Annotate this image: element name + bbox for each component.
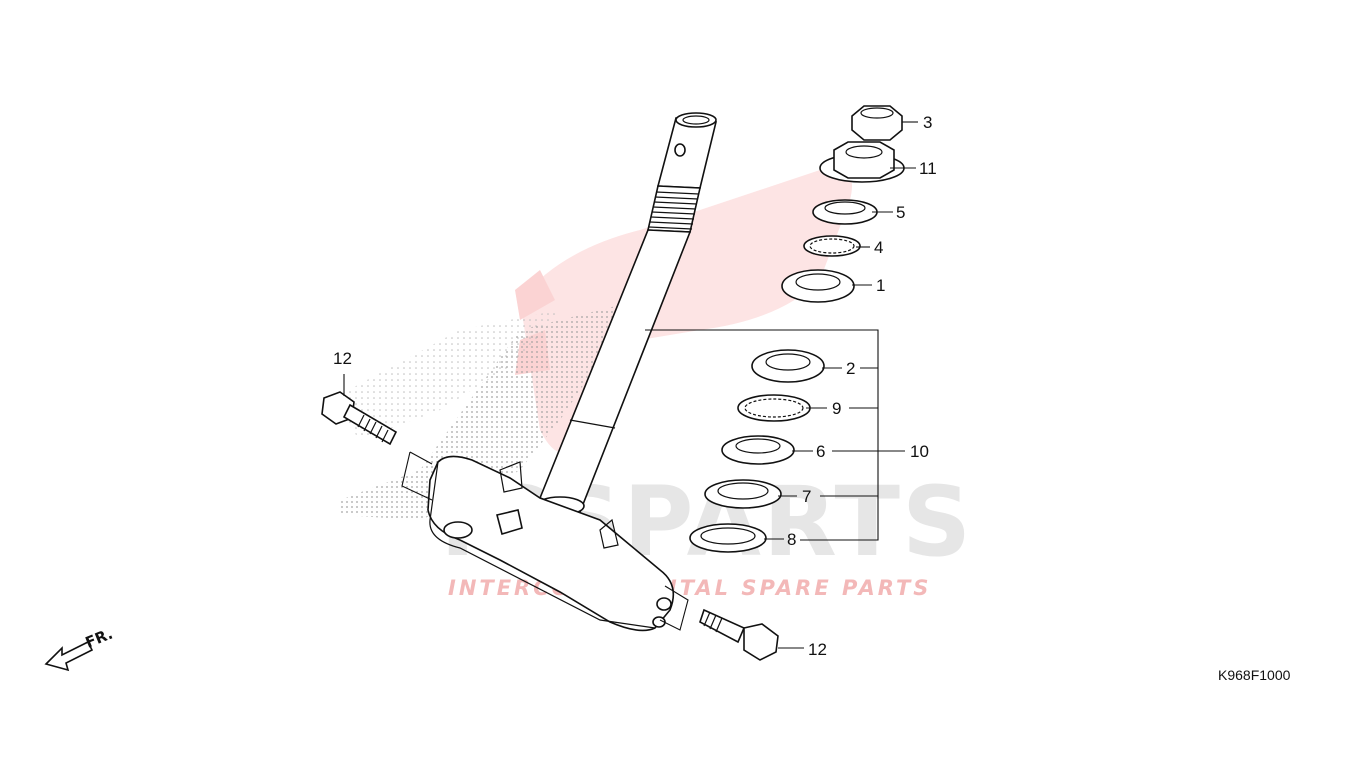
part-3-lock-nut xyxy=(851,105,903,141)
bolt-lower-right xyxy=(659,585,779,661)
callout-10: 10 xyxy=(910,442,929,461)
callout-5: 5 xyxy=(896,203,905,222)
front-arrow-icon xyxy=(44,640,94,672)
callout-6: 6 xyxy=(816,442,825,461)
watermark-dotted-wing xyxy=(340,300,640,520)
bottom-bridge xyxy=(427,455,675,632)
bolt-upper-left xyxy=(321,391,433,501)
leader-lines xyxy=(343,121,918,649)
callout-12-upper: 12 xyxy=(333,349,352,368)
steering-stem-shaft xyxy=(535,112,717,516)
watermark-tagline-text: INTERCONTINENTAL SPARE PARTS xyxy=(448,576,931,600)
callout-9: 9 xyxy=(832,399,841,418)
callout-12-lower: 12 xyxy=(808,640,827,659)
callout-1: 1 xyxy=(876,276,885,295)
part-5-top-cone-race xyxy=(812,199,878,225)
part-8-washer xyxy=(689,523,767,553)
callout-7: 7 xyxy=(802,487,811,506)
part-9-steel-ball-lower xyxy=(737,394,811,422)
callout-8: 8 xyxy=(787,530,796,549)
part-4-steel-ball-upper xyxy=(803,235,861,257)
part-6-bottom-cone-race xyxy=(721,435,795,465)
watermark-wing-shape xyxy=(520,168,852,453)
part-2-bottom-ball-race xyxy=(751,349,825,383)
callout-4: 4 xyxy=(874,238,883,257)
callout-2: 2 xyxy=(846,359,855,378)
callout-11: 11 xyxy=(919,159,937,178)
callout-3: 3 xyxy=(923,113,932,132)
diagram-code: K968F1000 xyxy=(1218,667,1291,683)
part-7-dust-seal xyxy=(704,479,782,509)
part-1-top-ball-race xyxy=(781,269,855,303)
part-11-adjusting-nut xyxy=(819,141,905,183)
callouts: 3 11 5 4 1 2 9 6 10 7 8 12 12 xyxy=(333,113,937,659)
watermark-dotted-wing-upper xyxy=(330,310,560,440)
front-direction-indicator: FR. xyxy=(44,625,116,672)
front-direction-label: FR. xyxy=(83,625,116,652)
